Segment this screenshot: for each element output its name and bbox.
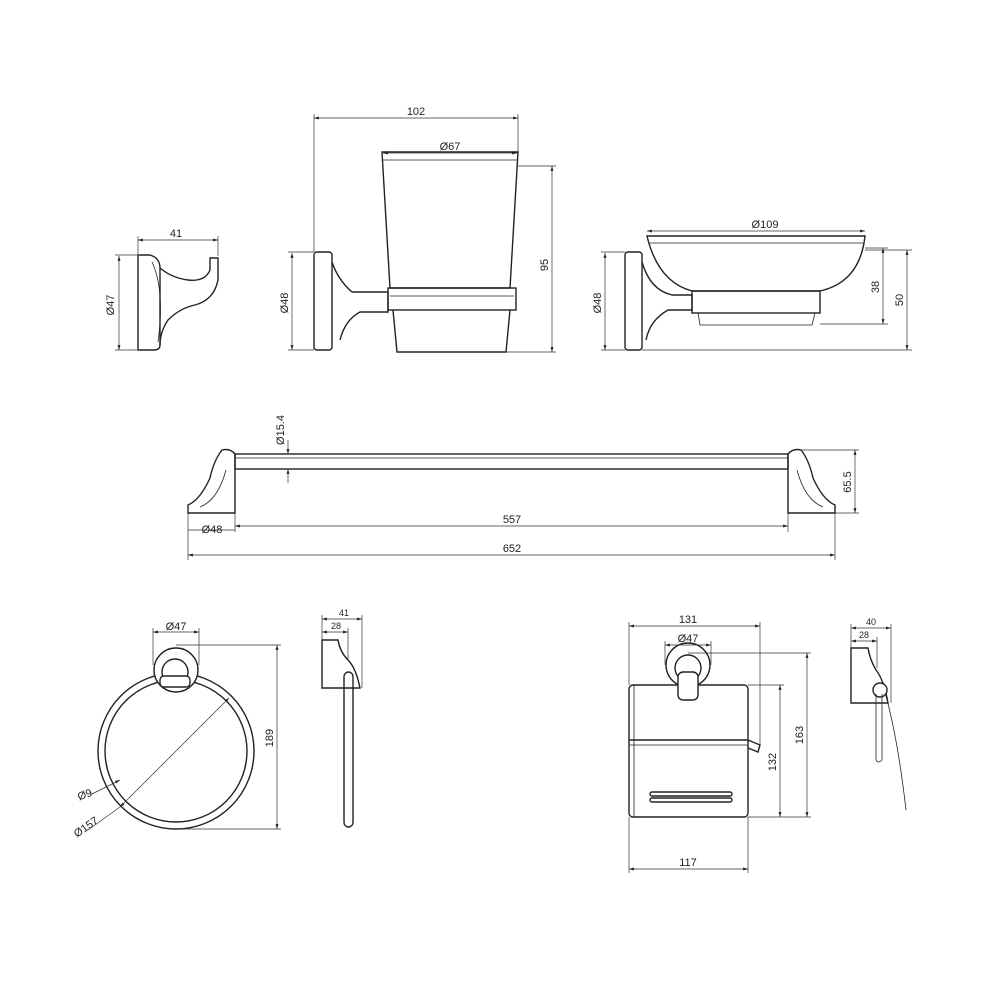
- towel-ring: Ø157 Ø9 Ø47 189: [72, 621, 281, 840]
- soap-dish-dia-label: Ø109: [752, 219, 779, 231]
- soap-dish: Ø109 38 50 Ø48: [592, 219, 912, 351]
- robe-hook-width-label: 41: [170, 228, 182, 240]
- paper-holder-side-view: 40 28: [850, 617, 907, 811]
- tumbler-width-label: 102: [407, 106, 425, 118]
- towel-ring-height-label: 189: [264, 729, 276, 747]
- paper-holder-cover-width-label: 117: [679, 857, 697, 869]
- towel-ring-side-view: 41 28: [321, 608, 363, 828]
- towel-bar-dia-label: Ø15.4: [275, 415, 287, 445]
- towel-bar-center-length-label: 557: [503, 514, 521, 526]
- towel-bar: Ø15.4 65.5 Ø48 557 652: [187, 415, 859, 560]
- towel-bar-base-dia-label: Ø48: [202, 524, 223, 536]
- tumbler-cup-dia-label: Ø67: [440, 141, 461, 153]
- robe-hook: 41 Ø47: [105, 228, 219, 351]
- paper-holder-width-label: 131: [679, 614, 697, 626]
- paper-holder-side-depth-label: 40: [866, 617, 876, 627]
- towel-bar-overall-length-label: 652: [503, 543, 521, 555]
- towel-ring-side-base-label: 28: [331, 621, 341, 631]
- towel-ring-dia-label: Ø157: [72, 815, 101, 840]
- tumbler-base-dia-label: Ø48: [279, 293, 291, 314]
- paper-holder-cover-height-label: 132: [767, 753, 779, 771]
- paper-holder-base-dia-label: Ø47: [678, 633, 699, 645]
- towel-ring-rod-dia-label: Ø9: [76, 787, 94, 803]
- soap-dish-base-dia-label: Ø48: [592, 293, 604, 314]
- tumbler-height-label: 95: [539, 259, 551, 271]
- paper-holder: 131 Ø47 163 132 117: [628, 614, 811, 873]
- robe-hook-base-dia-label: Ø47: [105, 295, 117, 316]
- towel-ring-side-depth-label: 41: [339, 608, 349, 618]
- towel-ring-base-dia-label: Ø47: [166, 621, 187, 633]
- paper-holder-height-label: 163: [794, 726, 806, 744]
- paper-holder-side-base-label: 28: [859, 630, 869, 640]
- tumbler-holder: 102 Ø67 95 Ø48: [279, 106, 556, 353]
- soap-dish-height-label: 38: [870, 281, 882, 293]
- soap-dish-overall-height-label: 50: [894, 294, 906, 306]
- towel-bar-depth-label: 65.5: [842, 471, 854, 492]
